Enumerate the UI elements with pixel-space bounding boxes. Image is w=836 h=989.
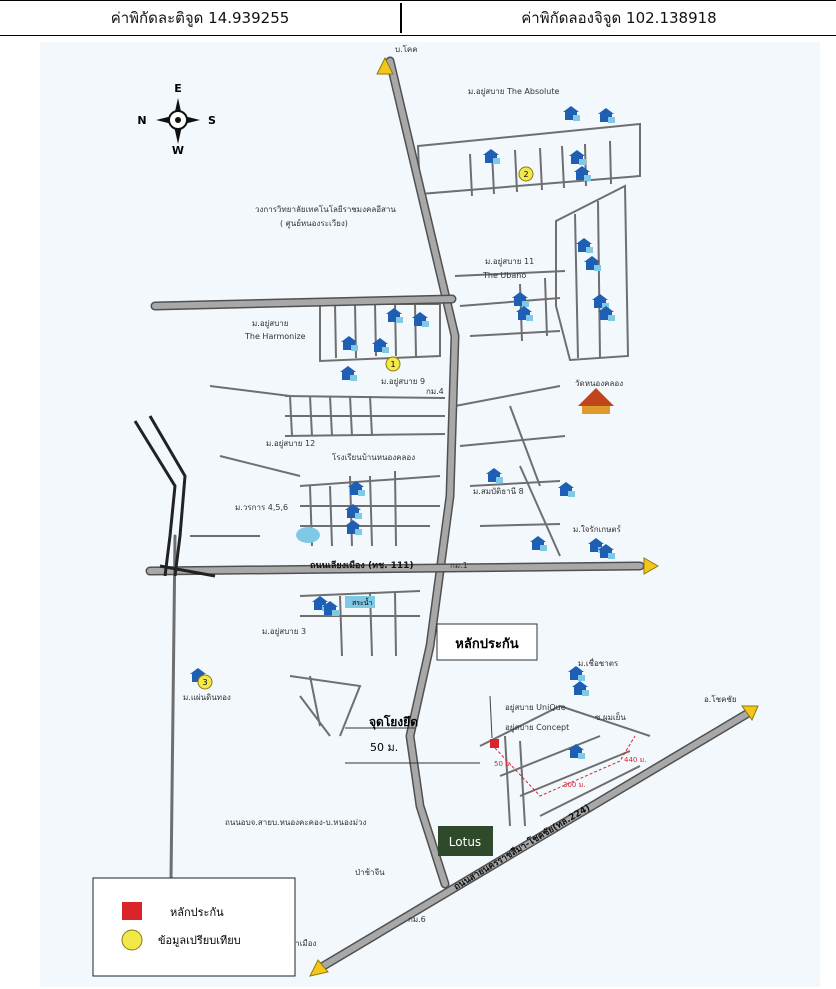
latitude-label: ค่าพิกัดละติจูด 14.939255 bbox=[110, 9, 290, 27]
label-yusabai12: ม.อยู่สบาย 12 bbox=[266, 439, 315, 449]
label-ubano-en: The Ubano bbox=[482, 271, 526, 280]
label-unique: อยู่สบาย UniQue bbox=[505, 703, 566, 713]
compass-w: W bbox=[172, 144, 184, 157]
legend: หลักประกัน ข้อมูลเปรียบเทียบ bbox=[92, 877, 296, 977]
label-absolute: ม.อยู่สบาย The Absolute bbox=[468, 87, 559, 97]
dist-300: 300 ม. bbox=[563, 781, 585, 789]
road-arrows bbox=[309, 56, 759, 977]
lanes bbox=[190, 122, 651, 827]
reference-point-label: จุดโยงยึด bbox=[369, 714, 418, 730]
label-city: เข้าเมือง bbox=[287, 939, 317, 948]
dist-50: 50 ม. bbox=[494, 760, 512, 768]
label-ko6: กม.6 bbox=[408, 915, 426, 924]
label-school: โรงเรียนบ้านหนองคลอง bbox=[332, 452, 415, 462]
label-mae-sin: ม.แผ่นดินทอง bbox=[183, 693, 231, 702]
label-college: วงการวิทยาลัยเทคโนโลยีราชมงคลอีสาน bbox=[255, 204, 396, 214]
label-jaroenkan: ม.ใจรักเกษตร์ bbox=[573, 524, 622, 534]
legend-collateral-label: หลักประกัน bbox=[170, 906, 224, 919]
coordinate-divider bbox=[400, 3, 402, 33]
lotus-store bbox=[438, 826, 493, 856]
label-yusabai9: ม.อยู่สบาย 9 bbox=[381, 377, 425, 387]
label-warakorn: ม.วรการ 4,5,6 bbox=[235, 503, 288, 512]
main-roads bbox=[145, 56, 755, 973]
comparable-markers: 1 2 3 bbox=[197, 166, 534, 690]
callout-label: หลักประกัน bbox=[455, 637, 518, 652]
label-ubano: ม.อยู่สบาย 11 bbox=[485, 257, 534, 267]
label-ko4: กม.4 bbox=[426, 387, 444, 396]
reference-distance: 50 ม. bbox=[370, 741, 398, 754]
legend-comparable-swatch bbox=[121, 929, 143, 951]
marker-1: 1 bbox=[390, 360, 395, 369]
label-yusabai3: ม.อยู่สบาย 3 bbox=[262, 627, 306, 637]
dist-440: 440 ม. bbox=[624, 756, 646, 764]
label-pachajin: ป่าช้าจีน bbox=[355, 868, 385, 877]
collateral-marker bbox=[490, 739, 499, 748]
marker-3: 3 bbox=[202, 678, 207, 687]
pond-1 bbox=[296, 527, 320, 543]
temple-icon bbox=[578, 388, 614, 414]
longitude-label: ค่าพิกัดลองจิจูด 102.138918 bbox=[521, 9, 717, 27]
label-wat: วัดหนองคลอง bbox=[575, 379, 623, 388]
collateral-callout bbox=[436, 623, 538, 661]
label-harmonize: ม.อยู่สบาย bbox=[252, 319, 288, 329]
location-map: E N S W สระน้ำ 1 2 3 50 ม. 300 bbox=[40, 42, 820, 987]
label-local-road: ถนนอบจ.สายบ.หนองคะคอง-บ.หนองม่วง bbox=[225, 818, 366, 827]
arrow-north bbox=[376, 56, 394, 75]
arrow-northeast bbox=[741, 705, 759, 722]
label-concept: อยู่สบาย Concept bbox=[505, 723, 569, 733]
label-chokchai: อ.โชคชัย bbox=[704, 694, 737, 704]
label-ko1: กม.1 bbox=[450, 561, 468, 570]
label-college-sub: ( ศูนย์หนองระเวียง) bbox=[280, 218, 348, 229]
legend-comparable-label: ข้อมูลเปรียบเทียบ bbox=[158, 934, 241, 947]
label-samnakthani: ม.สมบัติธานี 8 bbox=[473, 487, 524, 496]
label-somyen: ซ.ผมเย็น bbox=[595, 712, 626, 722]
arrow-east bbox=[643, 557, 660, 575]
label-harmonize-en: The Harmonize bbox=[244, 332, 306, 341]
label-road-main: ถนนเลียงเมือง (ทช. 111) bbox=[310, 559, 414, 571]
lotus-label: Lotus bbox=[449, 835, 481, 849]
interchange bbox=[133, 415, 216, 578]
marker-2: 2 bbox=[523, 170, 528, 179]
arrow-southwest bbox=[309, 959, 329, 977]
coordinate-bar: ค่าพิกัดละติจูด 14.939255 ค่าพิกัดลองจิจ… bbox=[0, 0, 836, 36]
pond-label: สระน้ำ bbox=[352, 596, 373, 607]
label-chueyaras: ม.เชื่อชาตร bbox=[578, 657, 619, 668]
legend-collateral-swatch bbox=[122, 902, 142, 920]
compass-rose: E N S W bbox=[137, 82, 216, 157]
label-ban-khok: บ.โคค bbox=[395, 44, 418, 54]
compass-s: S bbox=[208, 114, 216, 127]
pond-2 bbox=[345, 596, 375, 608]
compass-e: E bbox=[174, 82, 182, 95]
compass-n: N bbox=[137, 114, 146, 127]
